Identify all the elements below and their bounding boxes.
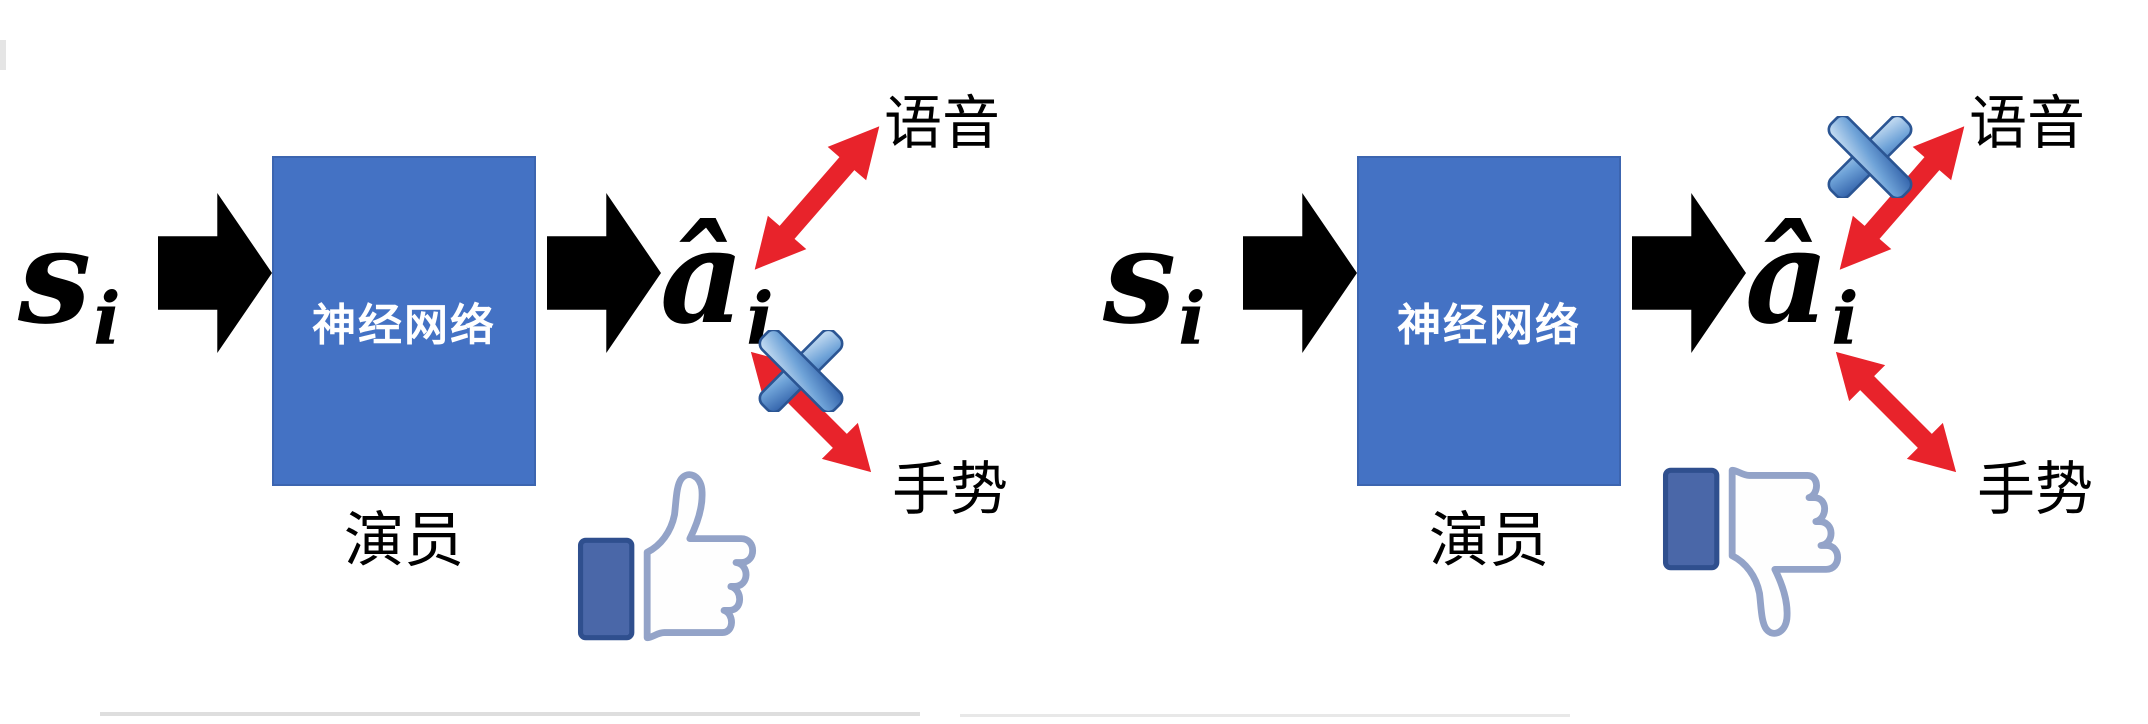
state-symbol: s xyxy=(1103,200,1177,353)
neural-network-box: 神经网络 xyxy=(1357,156,1621,486)
action-output-math: âi xyxy=(660,212,774,361)
actor-caption: 演员 xyxy=(1429,507,1549,574)
state-input-math: si xyxy=(1103,212,1206,361)
panel-thumbs-up: si 神经网络 演员 âi 语音 手势 xyxy=(0,0,1063,724)
cross-icon xyxy=(1827,116,1913,198)
speech-label: 语音 xyxy=(1969,91,2086,156)
panel-thumbs-down: si 神经网络 演员 âi 语音 手势 xyxy=(1085,0,2148,724)
neural-network-label: 神经网络 xyxy=(312,301,496,350)
output-arrow-icon xyxy=(547,193,661,353)
state-subscript: i xyxy=(1178,275,1206,361)
state-subscript: i xyxy=(93,275,121,361)
scan-artifact xyxy=(100,712,920,716)
action-output-math: âi xyxy=(1745,212,1859,361)
input-arrow-icon xyxy=(158,193,272,353)
scan-artifact xyxy=(960,714,1570,717)
speech-label: 语音 xyxy=(884,91,1001,156)
action-symbol: â xyxy=(1745,200,1830,353)
action-subscript: i xyxy=(1831,275,1859,361)
action-symbol: â xyxy=(660,200,745,353)
state-input-math: si xyxy=(18,212,121,361)
speech-doublearrow-icon xyxy=(735,109,899,287)
thumbs-down-icon xyxy=(1662,466,1842,637)
neural-network-label: 神经网络 xyxy=(1397,301,1581,350)
input-arrow-icon xyxy=(1243,193,1357,353)
cross-icon xyxy=(758,330,844,412)
gesture-label: 手势 xyxy=(1977,457,2094,522)
actor-caption: 演员 xyxy=(344,507,464,574)
state-symbol: s xyxy=(18,200,92,353)
scan-artifact xyxy=(0,40,6,70)
neural-network-box: 神经网络 xyxy=(272,156,536,486)
thumbs-up-icon xyxy=(577,471,757,642)
gesture-label: 手势 xyxy=(892,457,1009,522)
output-arrow-icon xyxy=(1632,193,1746,353)
